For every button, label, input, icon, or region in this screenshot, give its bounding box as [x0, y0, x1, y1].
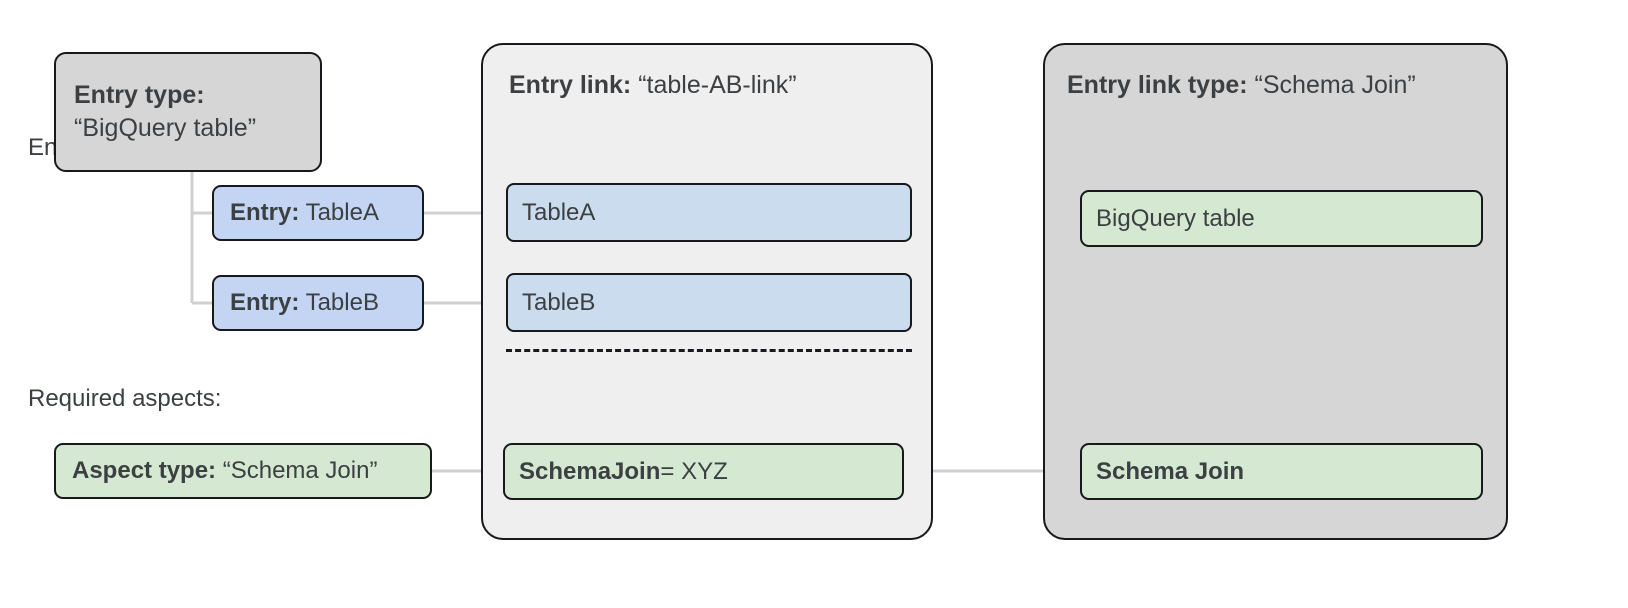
aspect-type-text: Aspect type: “Schema Join”: [72, 456, 414, 487]
required-aspect-name: SchemaJoin: [519, 457, 661, 485]
connector-entry-type-to-entries: [190, 172, 213, 305]
aspect-type-box: Aspect type: “Schema Join”: [54, 443, 432, 499]
entry-link-panel-title: Entry link: “table-AB-link”: [509, 71, 797, 100]
entry-chip-b-label: Entry:: [230, 288, 300, 316]
entry-reference-a-value: TableA: [522, 198, 596, 226]
entry-chip-table-b: Entry: TableB: [212, 275, 424, 331]
entry-chip-a-text: Entry: TableA: [230, 198, 406, 229]
entry-link-type-panel-title: Entry link type: “Schema Join”: [1067, 71, 1416, 100]
entry-type-label: Entry type:: [74, 80, 205, 109]
dashed-divider: [506, 349, 912, 352]
entry-type-box: Entry type: “BigQuery table”: [54, 52, 322, 172]
entry-chip-table-a: Entry: TableA: [212, 185, 424, 241]
entry-chip-a-label: Entry:: [230, 198, 300, 226]
required-aspects-label: Required aspects:: [28, 385, 222, 412]
entry-chip-b-text: Entry: TableB: [230, 288, 406, 319]
entry-link-title-value: “table-AB-link”: [638, 71, 797, 99]
entry-link-title-label: Entry link:: [509, 71, 632, 99]
required-aspect-type-chip-schema-join: Schema Join: [1080, 443, 1483, 500]
entry-link-type-title-value: “Schema Join”: [1254, 71, 1416, 99]
linked-entries-type-chip: BigQuery table: [1080, 190, 1483, 247]
entry-type-value: “BigQuery table”: [74, 114, 257, 142]
required-aspect-chip-schema-join: SchemaJoin = XYZ: [503, 443, 904, 500]
entry-chip-b-value: TableB: [305, 288, 379, 316]
aspect-type-label: Aspect type:: [72, 456, 217, 484]
required-aspect-type-value: Schema Join: [1096, 457, 1245, 485]
entry-reference-chip-table-a: TableA: [506, 183, 912, 242]
entry-reference-b-value: TableB: [522, 288, 596, 316]
entry-link-type-title-label: Entry link type:: [1067, 71, 1248, 99]
required-aspect-assignment: = XYZ: [660, 457, 728, 485]
entry-chip-a-value: TableA: [305, 198, 379, 226]
aspect-type-value: “Schema Join”: [222, 456, 378, 484]
linked-entries-type-value: BigQuery table: [1096, 204, 1255, 232]
entry-reference-chip-table-b: TableB: [506, 273, 912, 332]
